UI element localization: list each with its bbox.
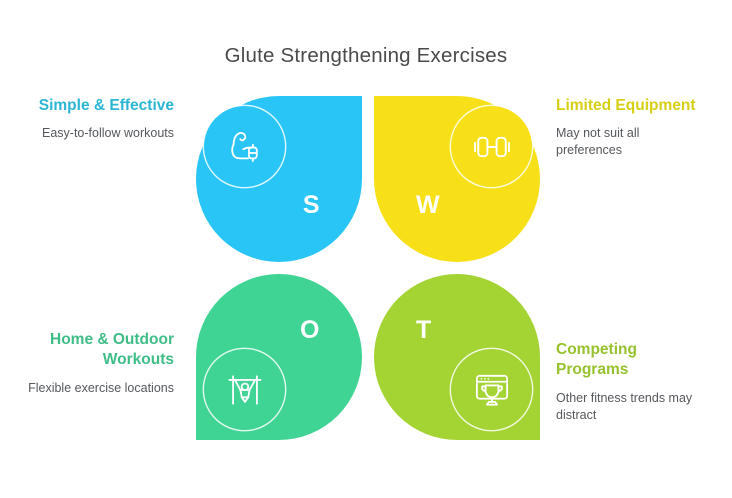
- threats-heading: Competing Programs: [556, 341, 637, 379]
- threats-subtext: Other fitness trends may distract: [556, 390, 693, 422]
- quadrant-opportunities[interactable]: O: [196, 274, 362, 440]
- opportunities-letter: O: [300, 316, 320, 344]
- quadrant-weaknesses[interactable]: W: [374, 96, 540, 262]
- strengths-heading: Simple & Effective: [38, 97, 174, 114]
- weaknesses-letter: W: [416, 191, 441, 219]
- label-block-weaknesses: Limited Equipment May not suit all prefe…: [556, 96, 706, 159]
- flexed-biceps-icon: [224, 126, 266, 168]
- browser-trophy-icon: [470, 368, 514, 412]
- pull-up-person-icon: [223, 368, 267, 412]
- label-block-opportunities: Home & Outdoor Workouts Flexible exercis…: [24, 330, 174, 397]
- quadrant-threats[interactable]: T: [374, 274, 540, 440]
- page-title: Glute Strengthening Exercises: [224, 44, 508, 67]
- label-block-strengths: Simple & Effective Easy-to-follow workou…: [24, 96, 174, 142]
- weaknesses-subtext: May not suit all preferences: [556, 126, 640, 158]
- quadrant-strengths[interactable]: S: [196, 96, 362, 262]
- threats-icon-circle[interactable]: [451, 349, 532, 430]
- dumbbell-icon: [470, 125, 514, 169]
- label-block-threats: Competing Programs Other fitness trends …: [556, 340, 706, 423]
- opportunities-subtext: Flexible exercise locations: [28, 380, 174, 395]
- opportunities-heading: Home & Outdoor Workouts: [50, 331, 174, 369]
- weaknesses-heading: Limited Equipment: [556, 97, 696, 114]
- opportunities-icon-circle[interactable]: [204, 349, 285, 430]
- strengths-letter: S: [302, 191, 320, 219]
- threats-letter: T: [416, 316, 432, 344]
- strengths-icon-circle[interactable]: [204, 106, 285, 187]
- petal-cluster: S W: [196, 96, 540, 440]
- weaknesses-icon-circle[interactable]: [451, 106, 532, 187]
- strengths-subtext: Easy-to-follow workouts: [42, 126, 174, 141]
